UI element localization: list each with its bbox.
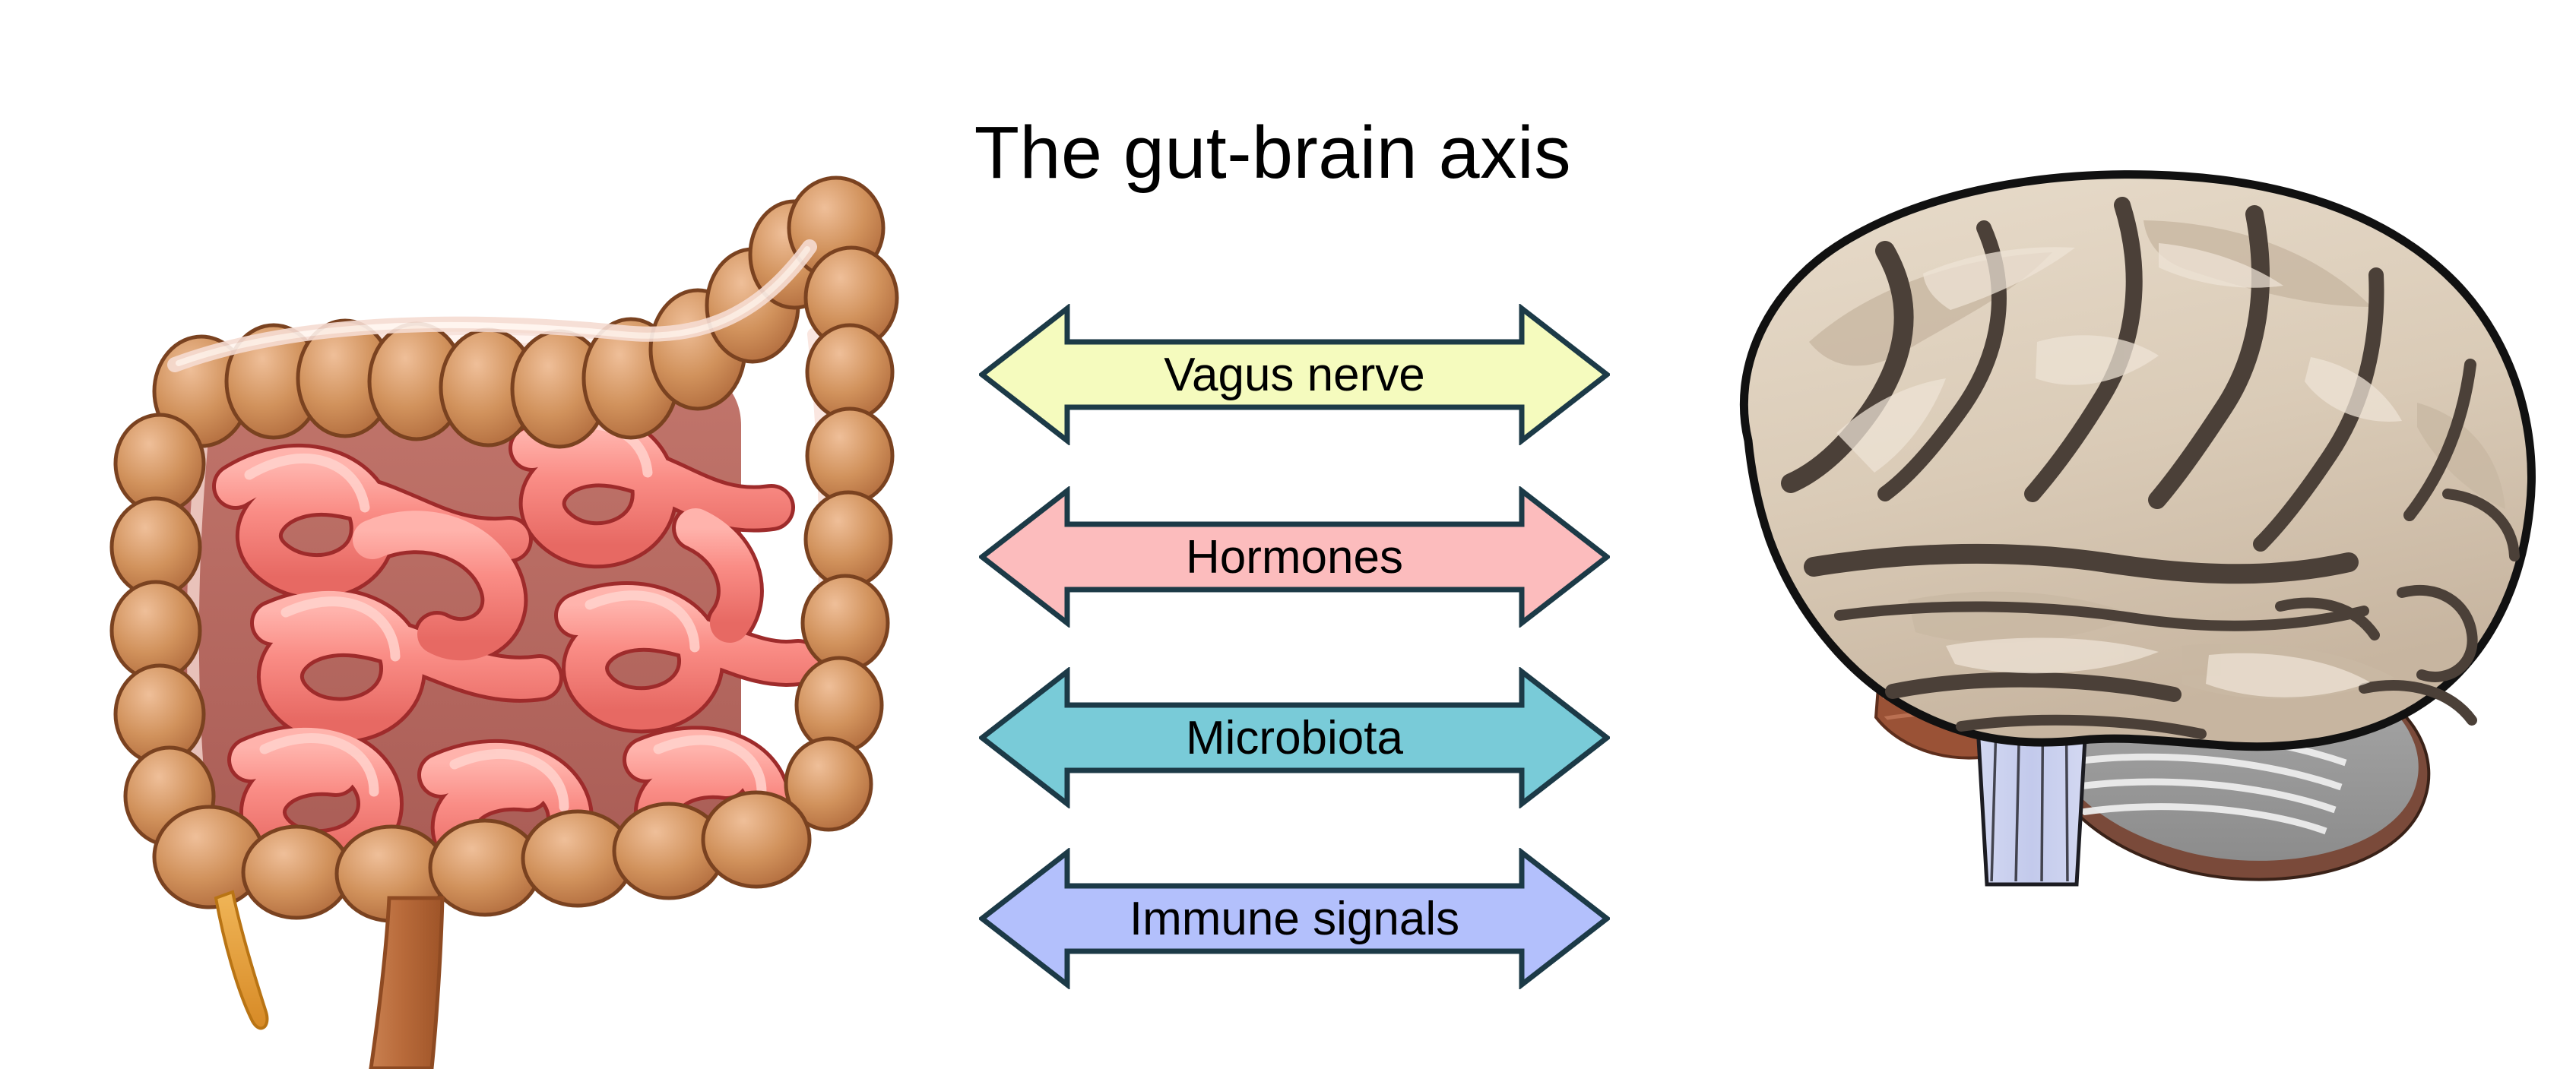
large-intestine xyxy=(109,176,899,923)
arrow-immune-signals[interactable]: Immune signals xyxy=(979,848,1610,989)
arrow-vagus-nerve-shape xyxy=(979,304,1610,445)
arrow-hormones-shape xyxy=(979,486,1610,628)
page-title-text: The gut-brain axis xyxy=(974,111,1572,194)
rectum xyxy=(369,896,445,1069)
ascending-colon xyxy=(784,323,895,832)
page-title: The gut-brain axis xyxy=(0,114,2576,191)
taenia-coli xyxy=(167,239,817,372)
arrow-hormones[interactable]: Hormones xyxy=(979,486,1610,628)
small-intestine xyxy=(212,409,822,890)
appendix xyxy=(214,890,269,1030)
cecum xyxy=(152,805,352,920)
arrow-microbiota[interactable]: Microbiota xyxy=(979,667,1610,808)
signal-arrows-group: Vagus nerve Hormones Microbiota Immune s… xyxy=(979,304,1610,1003)
sigmoid-colon xyxy=(334,790,812,923)
arrow-immune-signals-shape xyxy=(979,848,1610,989)
arrow-microbiota-shape xyxy=(979,667,1610,808)
brain-illustration xyxy=(1657,114,2554,965)
arrow-vagus-nerve[interactable]: Vagus nerve xyxy=(979,304,1610,445)
intestines-illustration xyxy=(46,91,920,1069)
descending-colon xyxy=(109,413,216,847)
cerebrum xyxy=(1739,170,2536,751)
transverse-colon xyxy=(152,199,841,449)
